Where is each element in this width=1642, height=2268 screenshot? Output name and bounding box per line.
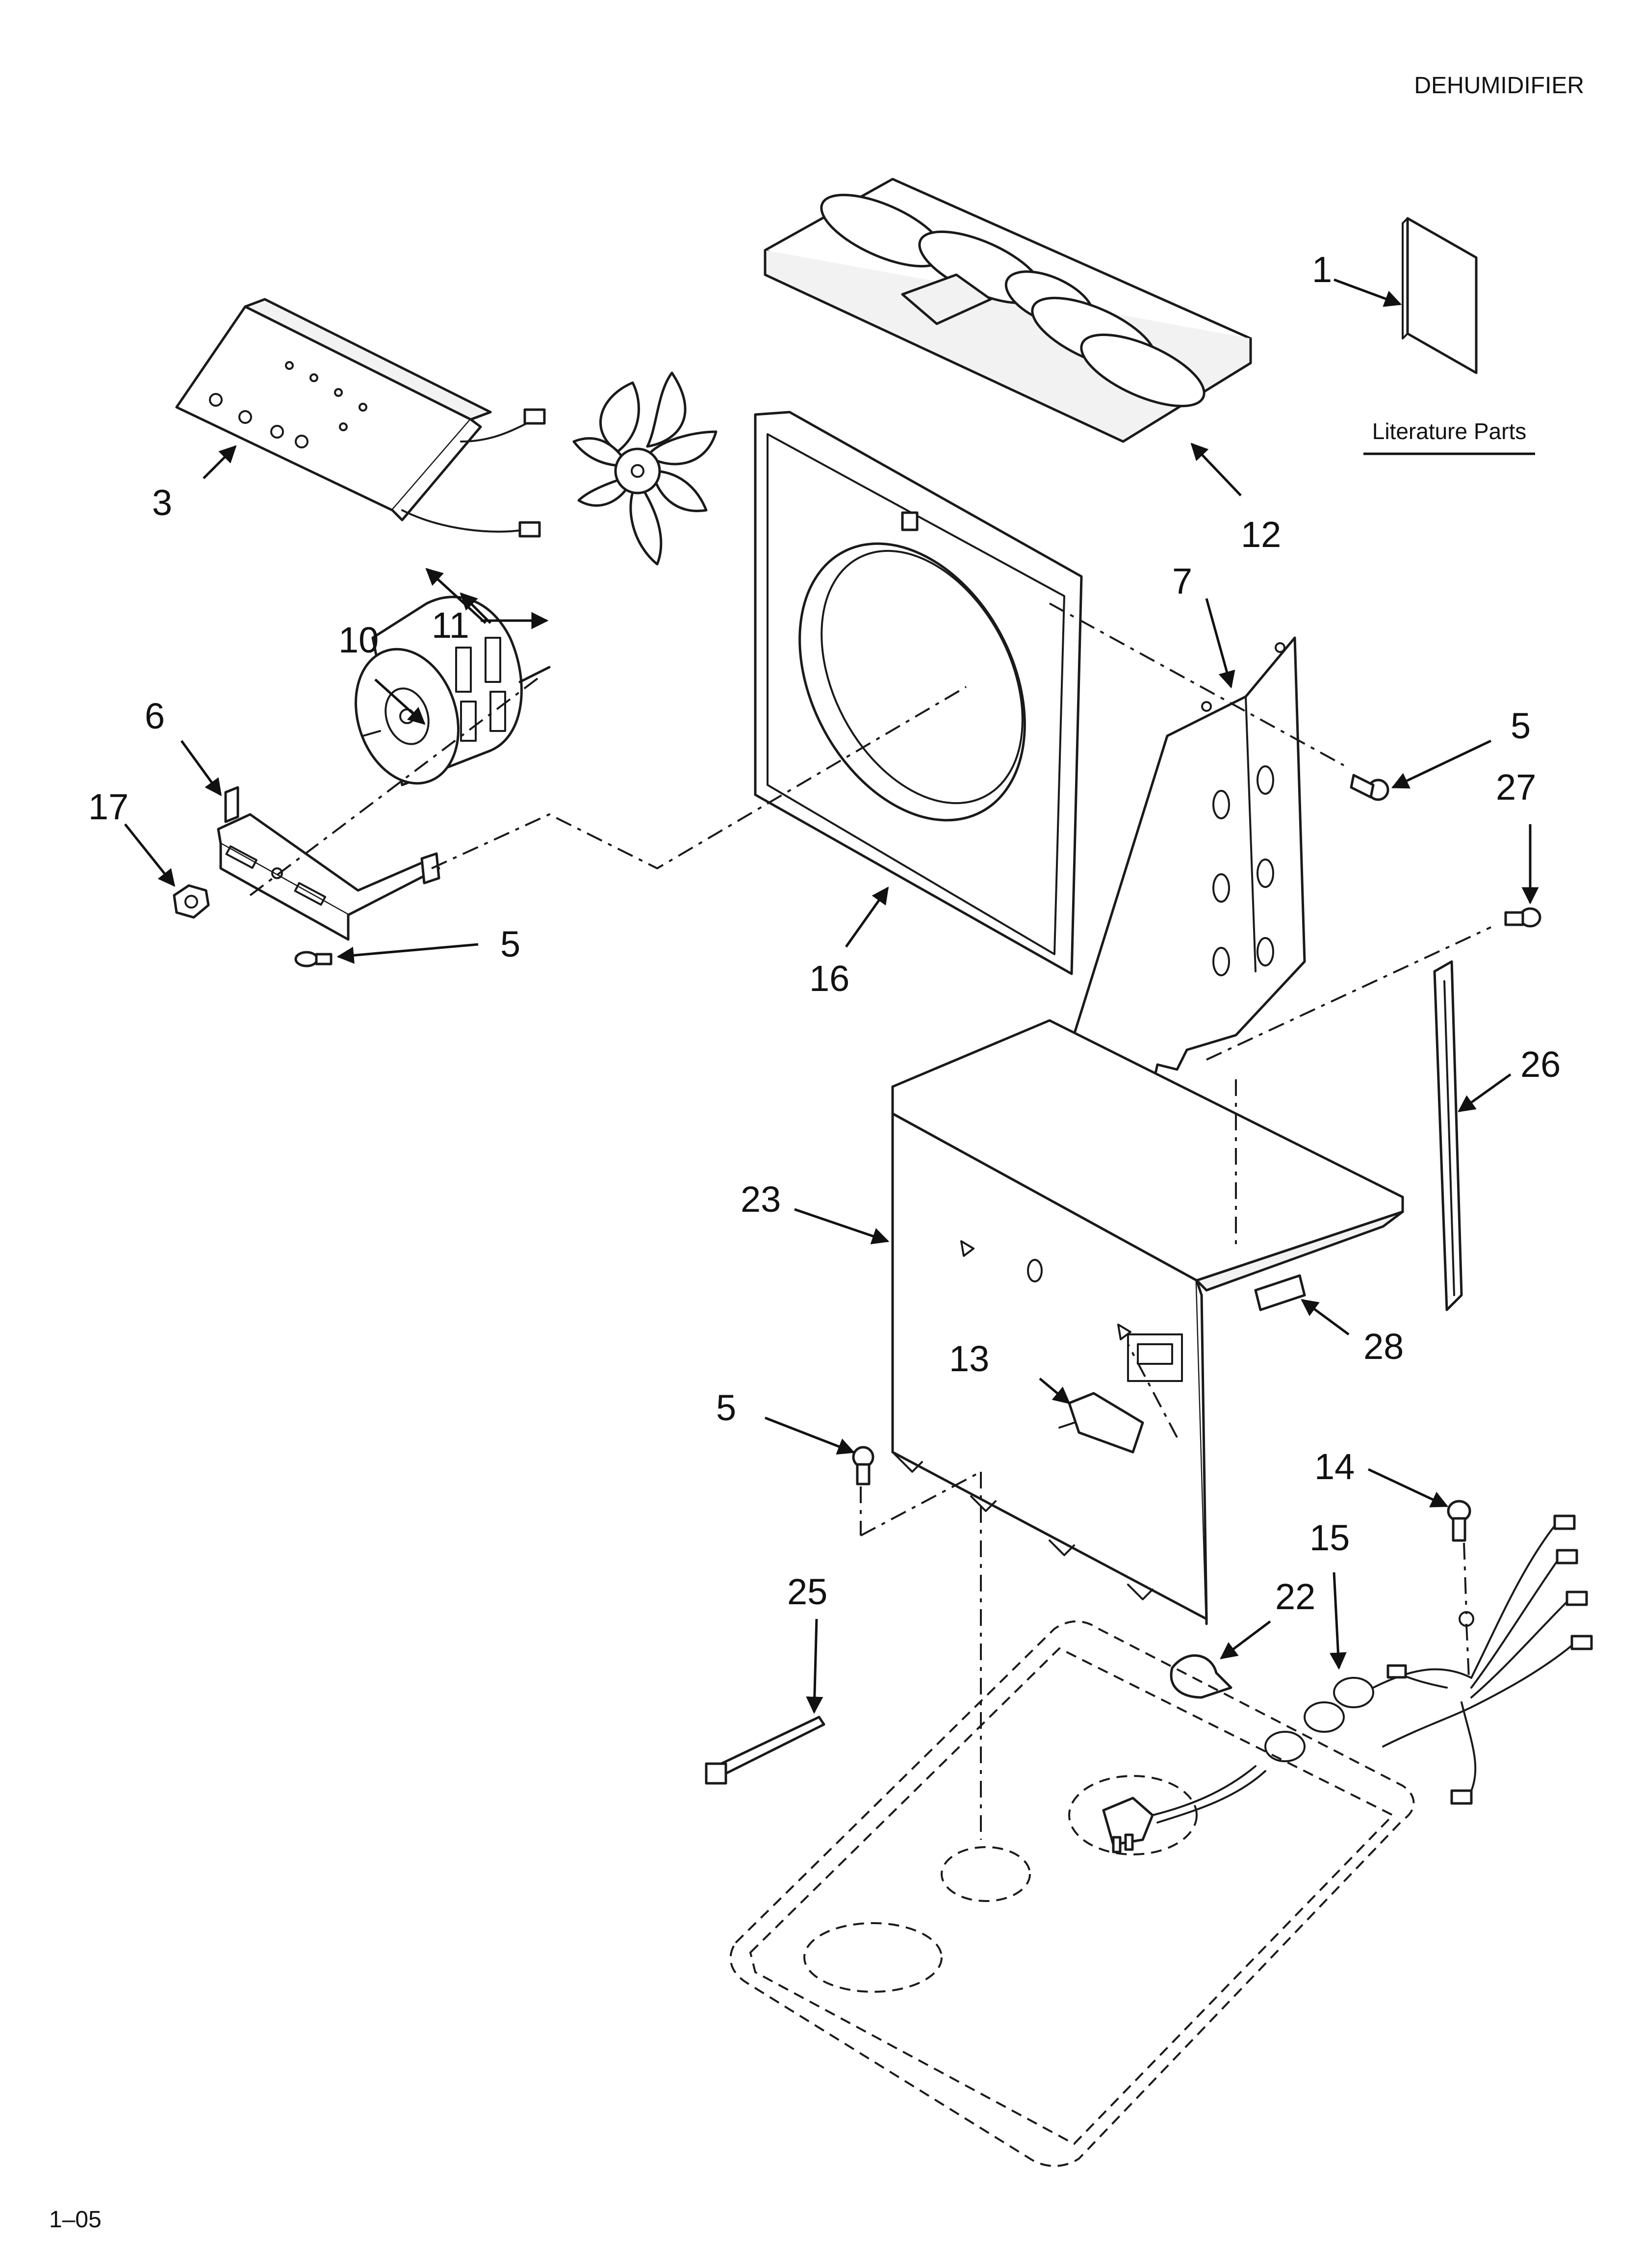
part-ground-screw[interactable] [1447,1500,1474,1627]
part-coil-bracket[interactable] [1058,636,1306,1100]
part-tab-bracket[interactable] [1254,1274,1306,1311]
callout-6: 6 [145,696,165,736]
callout-10: 10 [338,620,379,660]
page-code: 1–05 [49,2207,102,2233]
part-cable-tie[interactable] [705,1716,825,1785]
callout-15: 15 [1309,1517,1350,1558]
part-fan-shroud[interactable] [754,411,1083,975]
part-top-cover[interactable] [764,178,1252,443]
diagram-title: DEHUMIDIFIER [1414,73,1584,99]
callout-5-left: 5 [500,924,520,965]
part-motor-bracket[interactable] [217,786,440,941]
callout-5-right: 5 [1511,705,1531,746]
alignment-lines [249,602,1491,1840]
callout-25: 25 [787,1571,827,1612]
callout-17: 17 [88,786,128,827]
callout-11: 11 [432,605,469,646]
part-base-outline [729,1620,1415,2167]
callout-3: 3 [152,482,172,523]
callout-27: 27 [1496,767,1536,808]
callout-26: 26 [1520,1044,1561,1085]
part-control-panel[interactable] [175,298,546,538]
part-fan-blade[interactable] [572,371,718,566]
part-screw-27[interactable] [1504,907,1541,928]
callout-12: 12 [1241,514,1281,555]
callout-16: 16 [809,958,849,999]
part-literature-parts[interactable]: Literature Parts [1363,217,1535,455]
callout-1: 1 [1312,249,1332,290]
part-power-cord[interactable] [1102,1514,1593,1853]
callout-7: 7 [1172,561,1192,601]
part-screw-cabinet[interactable] [852,1446,874,1486]
callout-13: 13 [949,1338,989,1379]
callout-23: 23 [741,1179,781,1220]
part-cabinet[interactable] [891,1019,1404,1625]
callout-5-lower: 5 [716,1387,736,1428]
part-screw-upper-right[interactable] [1350,774,1389,801]
part-support-rail[interactable] [1433,960,1463,1311]
callout-leaders [124,278,1539,1714]
part-nut[interactable] [173,884,210,919]
callout-labels: 1 12 3 10 11 6 17 5 16 7 5 27 26 23 28 1… [88,249,1561,1617]
part-cord-clamp[interactable] [1170,1654,1232,1699]
part-screw-bracket[interactable] [294,951,333,967]
literature-parts-label: Literature Parts [1372,418,1526,444]
callout-28: 28 [1363,1326,1404,1367]
callout-14: 14 [1314,1446,1355,1487]
part-switch[interactable] [1058,1392,1144,1454]
callout-22: 22 [1275,1576,1315,1617]
